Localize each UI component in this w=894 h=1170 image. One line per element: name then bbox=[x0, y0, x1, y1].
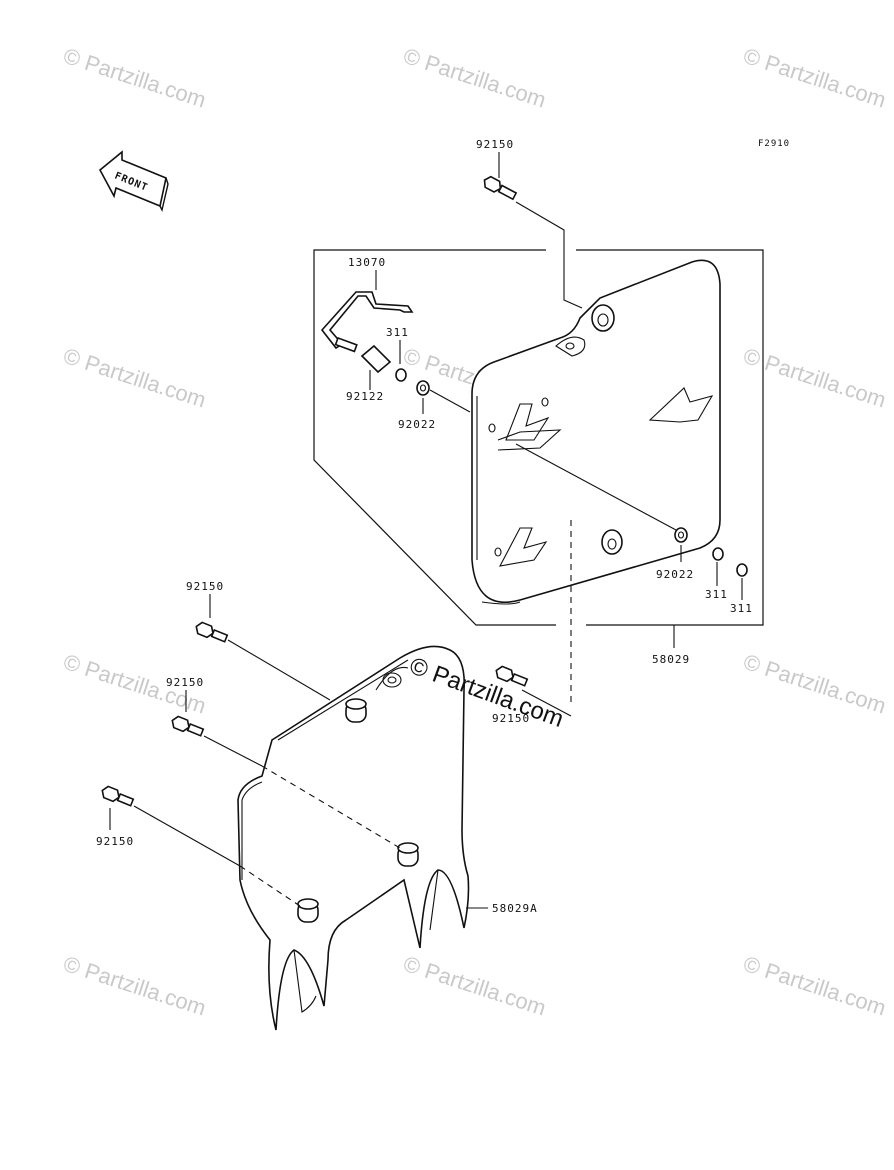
bolt-icon-center bbox=[495, 665, 529, 687]
front-arrow-icon: FRONT bbox=[98, 150, 169, 213]
watermark-1: © Partzilla.com bbox=[60, 43, 209, 113]
watermark-10: © Partzilla.com bbox=[400, 951, 549, 1021]
grommet-icon-upper bbox=[416, 380, 430, 396]
bolt-icon-mid-left2 bbox=[171, 715, 205, 737]
grommet-icon-lower bbox=[674, 527, 688, 543]
label-bolt-bottom-left: 92150 bbox=[96, 835, 134, 848]
bolt-icon-bottom-left bbox=[101, 785, 135, 807]
number-plate bbox=[471, 259, 721, 605]
watermark-11: © Partzilla.com bbox=[740, 951, 889, 1021]
label-bolt-mid-left: 92150 bbox=[186, 580, 224, 593]
label-plate-assy: 58029 bbox=[652, 653, 690, 666]
label-nut-upper: 311 bbox=[386, 326, 409, 339]
watermark-8: © Partzilla.com bbox=[740, 649, 889, 719]
label-stay: 13070 bbox=[348, 256, 386, 269]
label-nut-lower-2: 311 bbox=[730, 602, 753, 615]
label-bolt-mid-left2: 92150 bbox=[166, 676, 204, 689]
bolt-icon-top bbox=[483, 175, 518, 201]
watermark-3: © Partzilla.com bbox=[740, 43, 889, 113]
watermark-4: © Partzilla.com bbox=[60, 343, 209, 413]
stay-bracket bbox=[320, 291, 414, 350]
boss-top bbox=[345, 698, 367, 723]
collar-icon bbox=[360, 344, 392, 374]
nut-icon-lower-1 bbox=[712, 547, 724, 561]
nut-icon-lower-2 bbox=[736, 563, 748, 577]
boss-bottom bbox=[297, 898, 319, 923]
label-bolt-top: 92150 bbox=[476, 138, 514, 151]
nut-icon-upper bbox=[395, 368, 407, 382]
label-bolt-center: 92150 bbox=[492, 712, 530, 725]
label-collar: 92122 bbox=[346, 390, 384, 403]
figure-code: F2910 bbox=[758, 139, 790, 149]
watermark-9: © Partzilla.com bbox=[60, 951, 209, 1021]
label-nut-lower-1: 311 bbox=[705, 588, 728, 601]
label-grommet-lower: 92022 bbox=[656, 568, 694, 581]
label-grommet-upper: 92022 bbox=[398, 418, 436, 431]
rear-plate bbox=[237, 645, 470, 1031]
boss-middle bbox=[397, 842, 419, 867]
bolt-icon-mid-left bbox=[195, 621, 229, 643]
label-plate-rear: 58029A bbox=[492, 902, 538, 915]
stay-bolt bbox=[334, 336, 358, 353]
watermark-2: © Partzilla.com bbox=[400, 43, 549, 113]
